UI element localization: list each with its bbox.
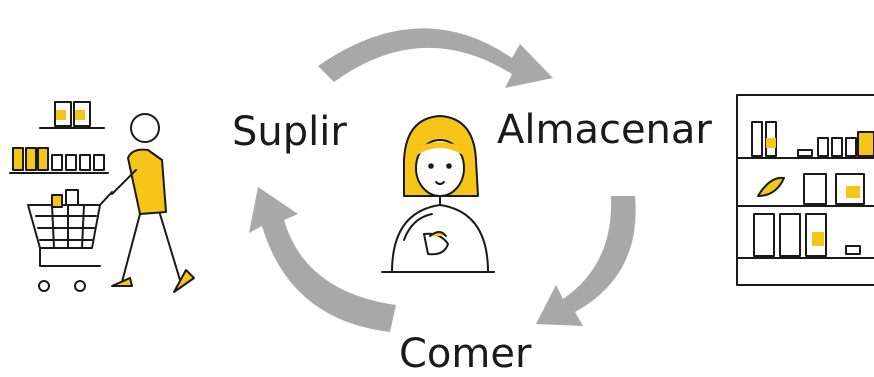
cycle-arrows (249, 28, 636, 332)
step-label-comer: Comer (399, 331, 532, 377)
diagram-canvas (9, 28, 874, 332)
step-label-almacenar: Almacenar (497, 107, 712, 153)
woman-eating-icon (381, 115, 495, 273)
arrow-right (536, 196, 636, 326)
shopper-with-cart-icon (9, 101, 195, 293)
step-label-suplir: Suplir (232, 109, 347, 155)
store-shelf-icon (736, 94, 874, 286)
arrow-left (249, 187, 396, 332)
arrow-top (318, 28, 553, 88)
food-cycle-diagram: Suplir Almacenar Comer (9, 28, 874, 374)
